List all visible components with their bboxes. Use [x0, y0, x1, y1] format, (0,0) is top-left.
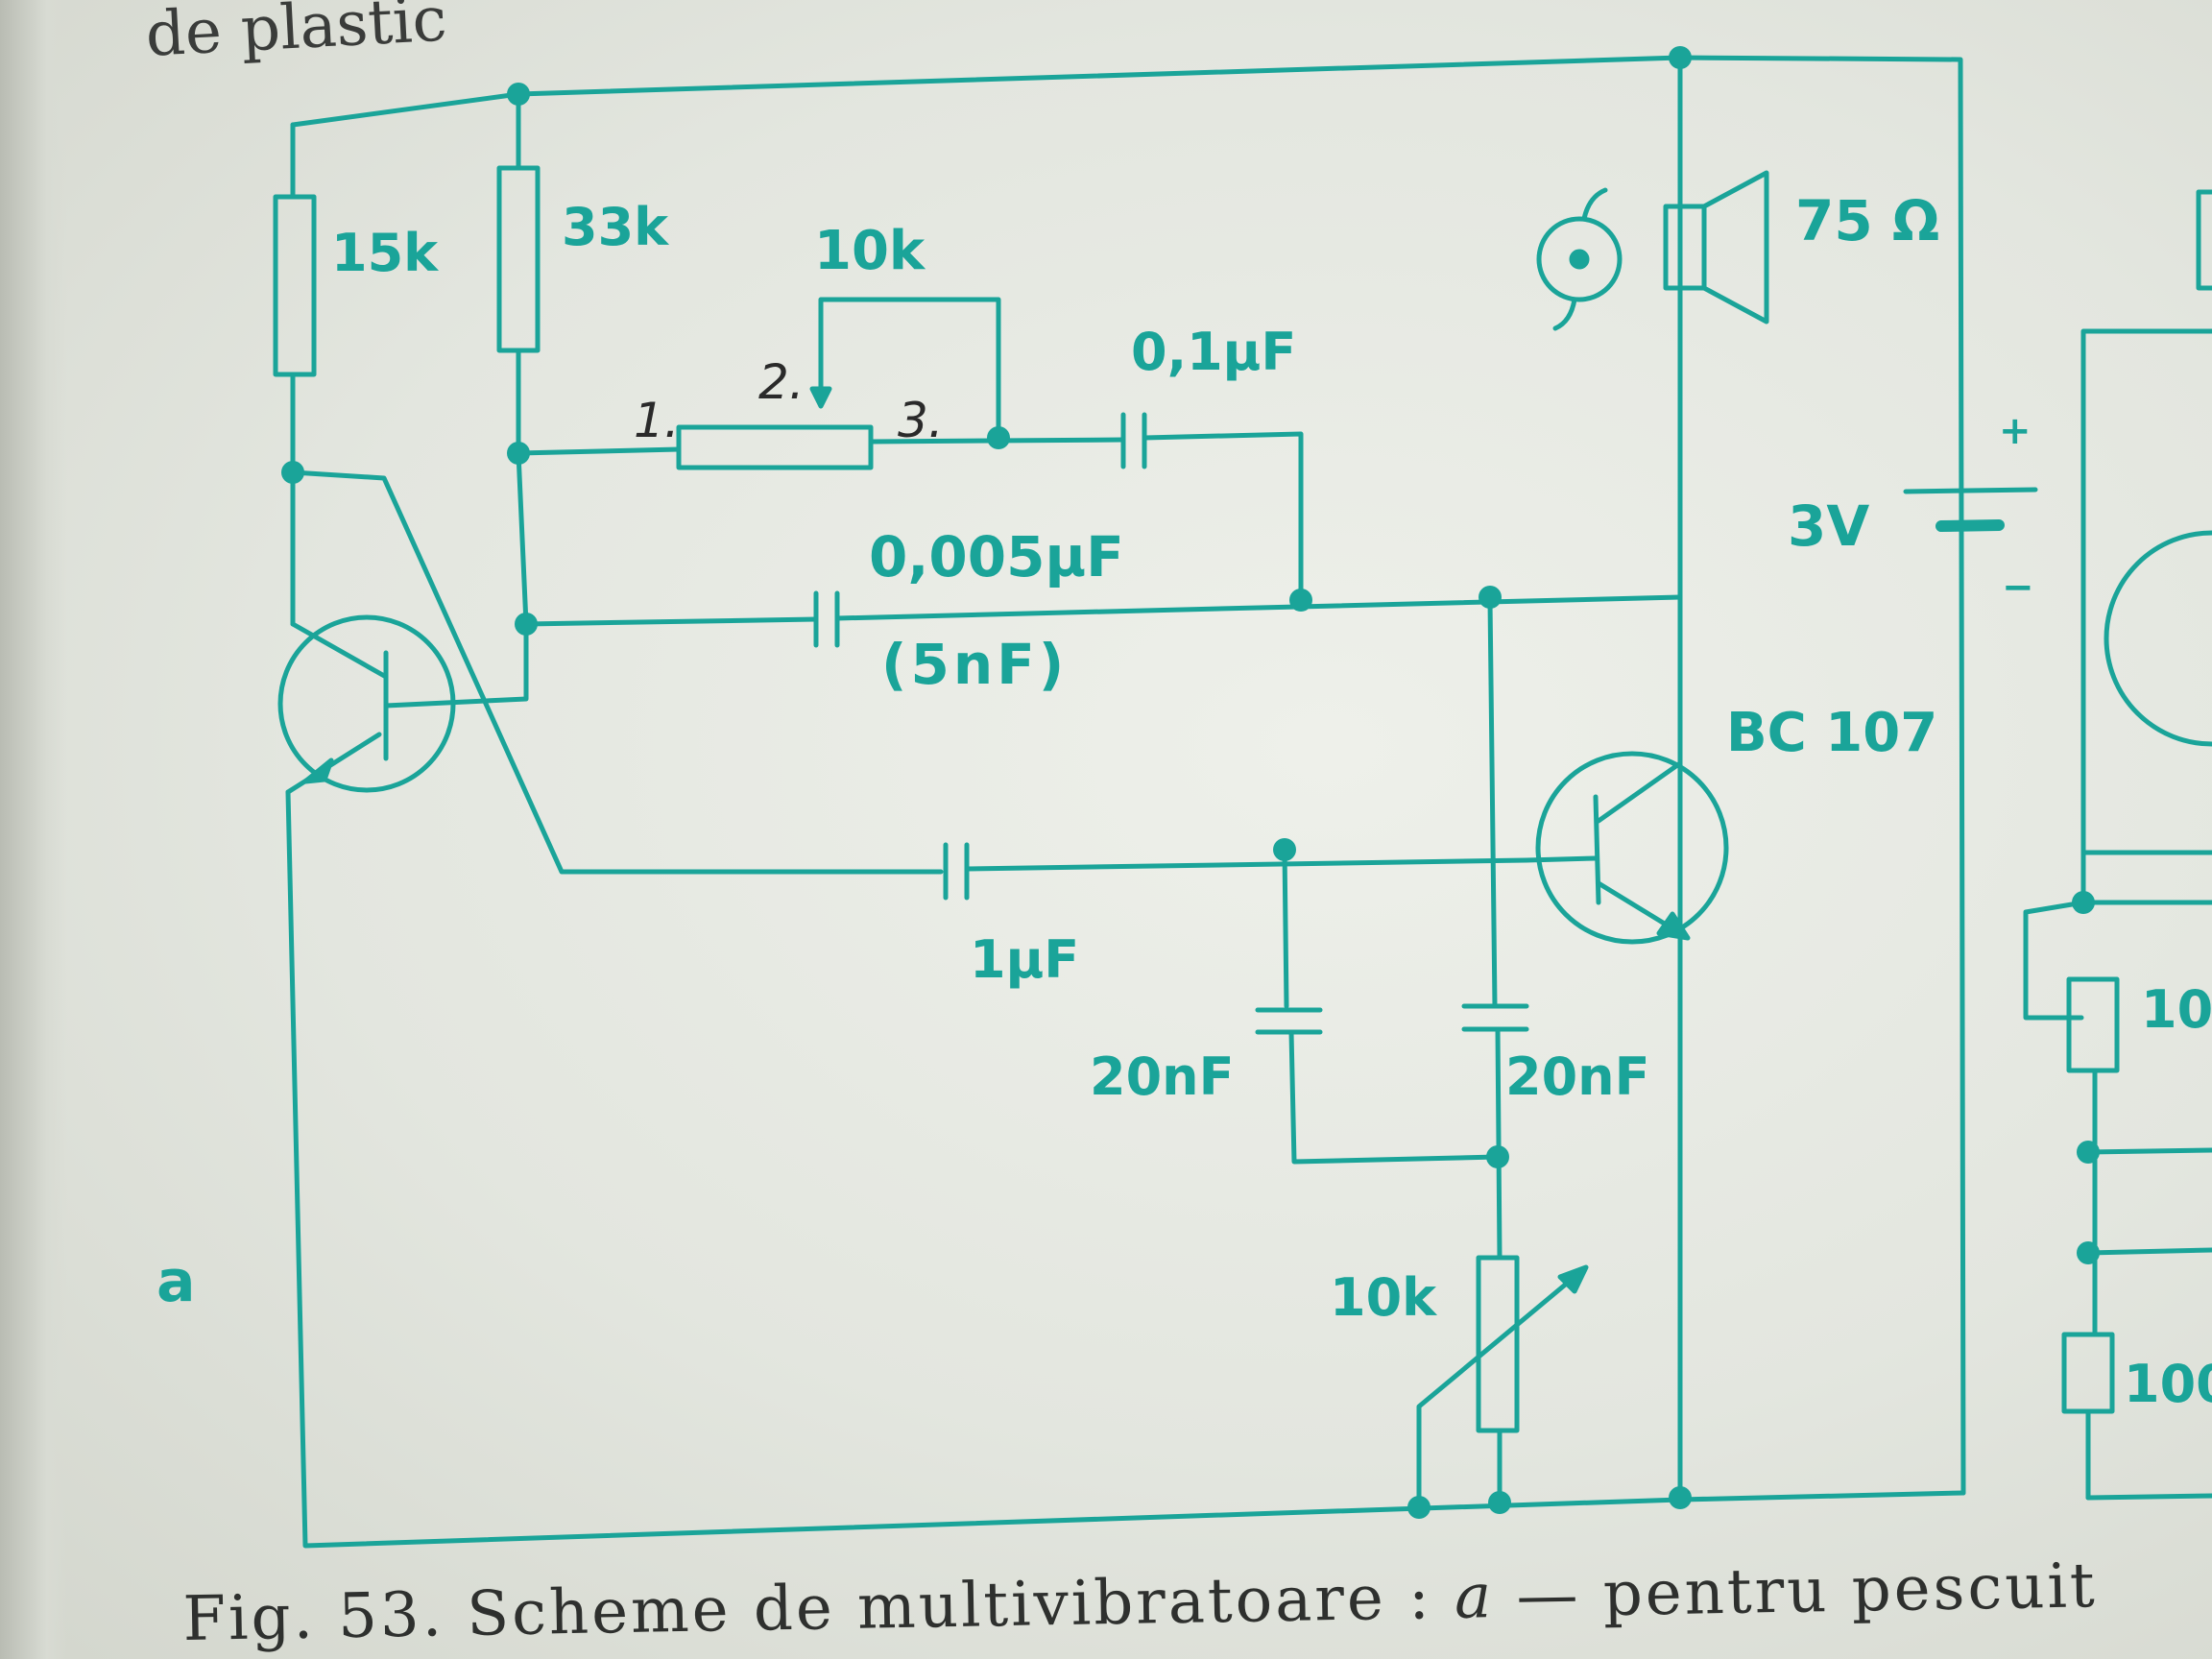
junction-dot [507, 442, 530, 465]
transistor-bc107-base [1593, 794, 1601, 905]
transistor-bc107-arrow [1656, 911, 1691, 941]
label-c1: 0,1µF [1131, 322, 1296, 382]
label-panel-a: a [156, 1248, 196, 1315]
label-r1: 15k [331, 223, 439, 283]
junction-dot [1479, 586, 1502, 609]
label-transistor: BC 107 [1726, 702, 1937, 764]
speaker-magnet [1663, 204, 1707, 291]
right-edge-box [2080, 328, 2212, 855]
earphone-hook-bottom [1552, 297, 1577, 331]
transistor-bc107-body [1535, 751, 1729, 945]
earphone-center [1569, 249, 1590, 270]
junction-dot [2077, 1241, 2100, 1264]
right-edge-pot [2066, 976, 2120, 1073]
battery-plate-short [1936, 519, 2005, 532]
label-c3: 1µF [970, 929, 1079, 990]
pot-pin-2: 2. [758, 354, 805, 410]
wire-33k-down [516, 348, 529, 627]
potentiometer-10k [676, 424, 874, 470]
right-edge-resistor-bottom [2061, 1332, 2115, 1414]
var-res-arrow [1557, 1264, 1589, 1294]
label-c4: 20nF [1090, 1046, 1234, 1107]
transistor-left-base-lead [383, 621, 529, 709]
wire-1uf-right [964, 861, 1285, 872]
transistor-left-arrow [302, 757, 334, 784]
label-right-edge-2: 100 [2124, 1354, 2212, 1414]
caption-fig: Fig. 53. [182, 1579, 445, 1655]
label-pot: 10k [814, 220, 926, 282]
label-c2-alt: (5nF) [881, 632, 1068, 697]
junction-dot [1289, 589, 1312, 612]
caption-variant: a [1454, 1561, 1495, 1633]
junction-dot [515, 613, 538, 636]
wire-01uf-right [1142, 431, 1304, 603]
top-rail-wire [290, 55, 1966, 1496]
cross-wire [290, 469, 944, 875]
earphone-symbol [1536, 216, 1623, 302]
earphone-hook-top [1581, 187, 1608, 222]
wire-20nf-left-bottom [1288, 1029, 1501, 1165]
right-edge-wire-6 [2085, 1493, 2212, 1501]
wire-5nf-right [834, 594, 1683, 621]
resistor-15k [273, 194, 317, 377]
wire-5nf-left [523, 616, 819, 627]
right-edge-circle [2104, 530, 2212, 747]
transistor-bc107-base-lead [1524, 855, 1599, 863]
transistor-bc107-collector [1596, 760, 1683, 824]
junction-dot [1273, 838, 1296, 861]
label-var-res: 10k [1330, 1267, 1437, 1328]
speaker-cone [1701, 170, 1769, 325]
junction-dot [987, 426, 1010, 449]
junction-dot [1669, 46, 1692, 69]
var-res-adjust-line [1416, 1274, 1577, 1508]
junction-dot [2072, 891, 2095, 914]
pot-wiper-wire [818, 297, 1001, 440]
label-battery: 3V [1788, 493, 1869, 559]
pot-wiper-arrow [809, 386, 832, 409]
resistor-33k [496, 165, 541, 353]
junction-dot [1407, 1496, 1431, 1519]
wire-20nf-left-top [1282, 847, 1289, 1009]
label-r2: 33k [562, 197, 669, 257]
right-edge-wire-4 [2085, 1247, 2212, 1256]
transistor-left-collector [290, 621, 389, 680]
label-battery-plus: + [1999, 409, 2032, 453]
right-edge-wire-1 [2080, 850, 2212, 905]
label-speaker: 75 Ω [1795, 188, 1939, 253]
label-battery-minus: − [2002, 565, 2034, 610]
junction-dot [507, 83, 530, 106]
wire-20nf-right-top [1487, 597, 1498, 1009]
wire-to-base [1279, 857, 1529, 867]
junction-dot [1488, 1491, 1511, 1514]
pot-pin-3: 3. [898, 393, 944, 448]
pot-pin-1: 1. [634, 393, 680, 448]
right-edge-wire-3 [2085, 1147, 2212, 1155]
right-edge-pot-loop [2023, 900, 2086, 1021]
label-right-edge-1: 10 [2141, 979, 2212, 1040]
label-c2: 0,005µF [869, 524, 1124, 589]
wire-pot-left [516, 446, 682, 456]
variable-resistor-10k [1476, 1255, 1520, 1433]
wire-20nf-right-bottom [1495, 1026, 1503, 1261]
junction-dot [1669, 1486, 1692, 1509]
junction-dot [281, 461, 304, 484]
junction-dot [1486, 1145, 1509, 1168]
label-c5: 20nF [1505, 1046, 1649, 1107]
binding-shadow [0, 0, 67, 1659]
right-edge-resistor-top [2196, 189, 2212, 291]
battery-plate-long [1903, 487, 2038, 494]
caption-rest: — pentru pescuit [1515, 1551, 2099, 1632]
junction-dot [2077, 1141, 2100, 1164]
